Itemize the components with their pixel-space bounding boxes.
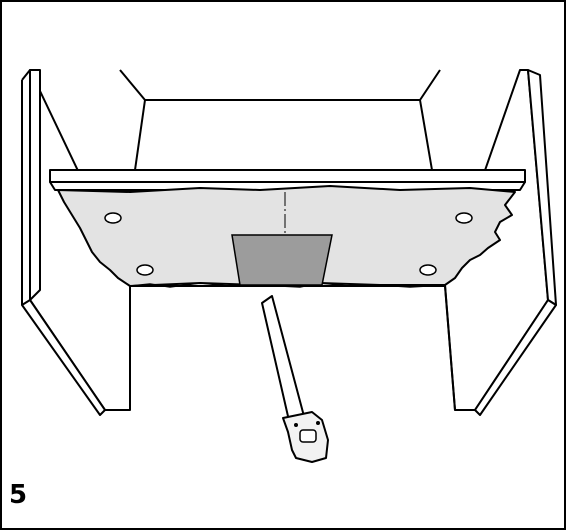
screw-hole <box>136 264 154 276</box>
cabinet-lower-opening <box>129 285 456 411</box>
step-number: 5 <box>9 480 28 510</box>
cutout-area <box>231 234 333 286</box>
cabinet-back-wall <box>119 69 441 171</box>
cabinet-right-side-panel <box>444 69 557 416</box>
saw-rivet <box>316 421 320 425</box>
handsaw-icon <box>261 295 329 463</box>
saw-handle-grip <box>299 429 317 443</box>
screw-holes <box>104 212 473 276</box>
screw-hole <box>419 264 437 276</box>
cabinet-left-side-panel <box>21 69 131 416</box>
screw-hole <box>455 212 473 224</box>
screw-hole <box>104 212 122 224</box>
cabinet-shelf <box>49 169 526 191</box>
saw-rivet <box>294 423 298 427</box>
